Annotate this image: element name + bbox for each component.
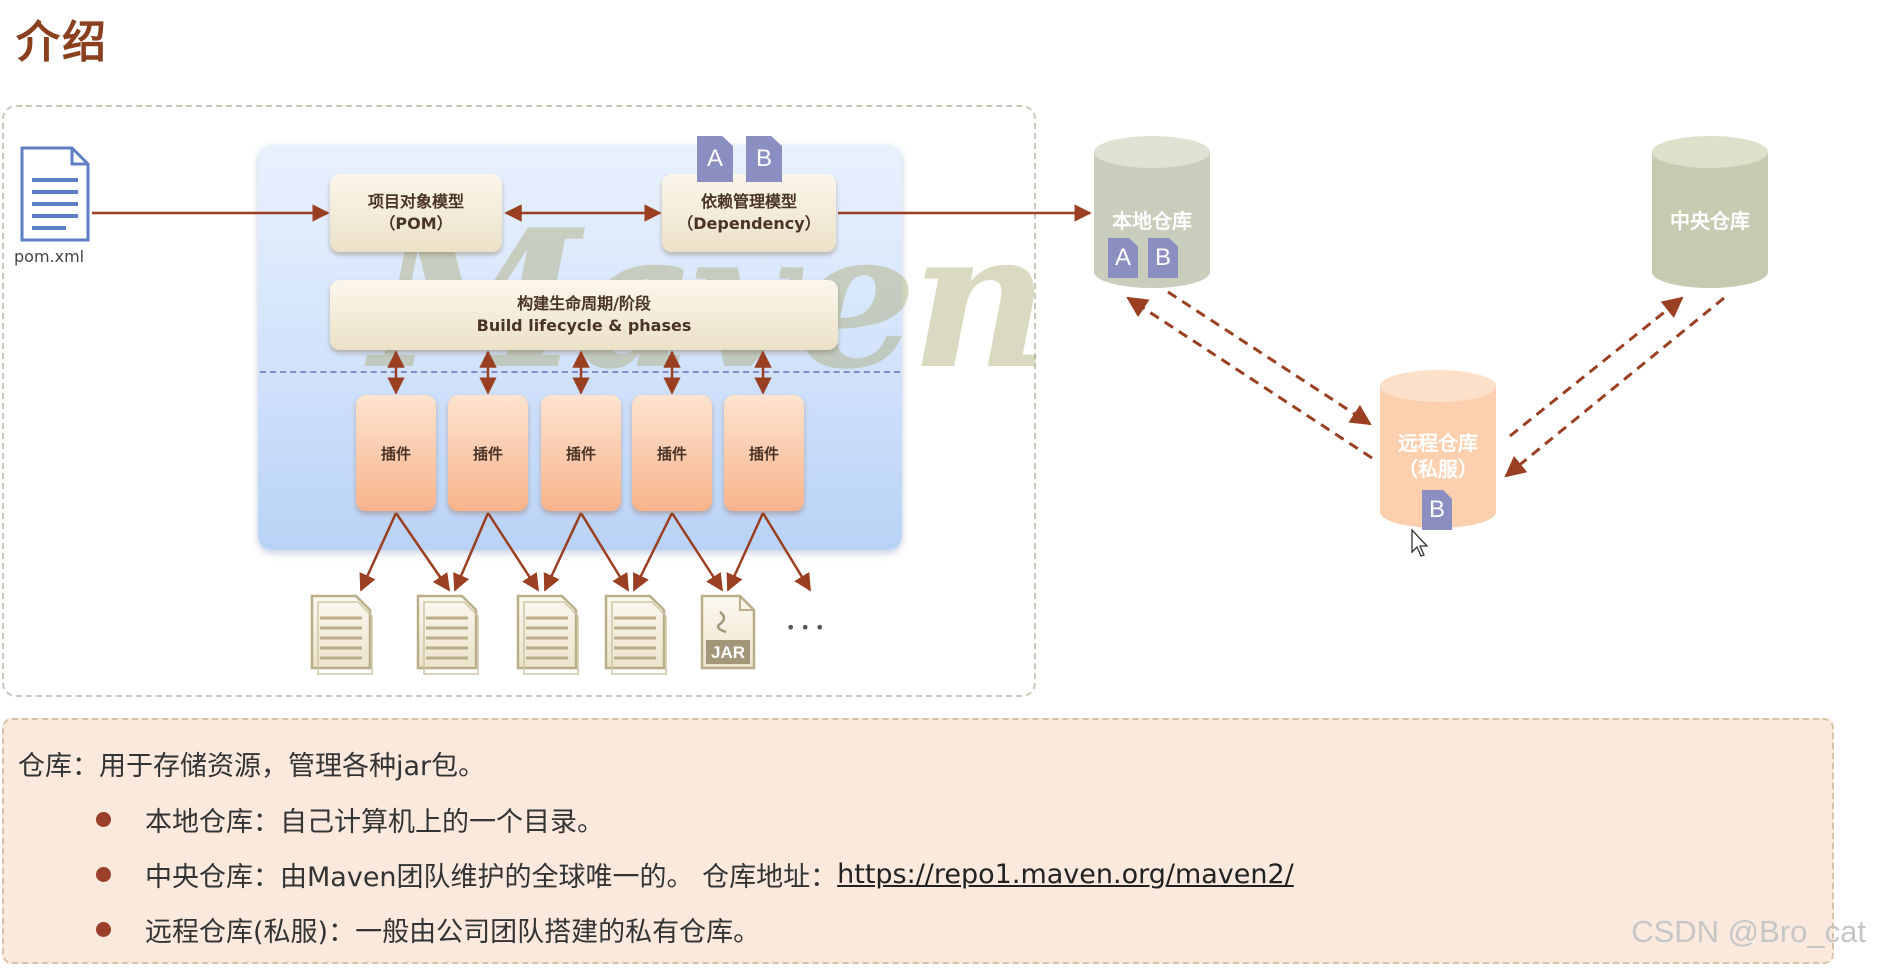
bullet [96,867,111,882]
pom-model-subtitle: （POM） [379,214,453,233]
plugin-box: 插件 [356,395,436,511]
remote-repository-label-line1: 远程仓库 [1398,431,1478,455]
lifecycle-box: 构建生命周期/阶段 Build lifecycle & phases [330,280,838,350]
central-repository-label: 中央仓库 [1670,209,1750,233]
plugin-box: 插件 [632,395,712,511]
dependency-model-box: 依赖管理模型 （Dependency） [662,174,836,252]
info-item-central-text: 中央仓库：由Maven团队维护的全球唯一的。 仓库地址： [145,862,838,893]
jar-label: JAR [711,643,745,662]
output-doc-icon [604,594,667,675]
info-item-remote: 远程仓库(私服)：一般由公司团队搭建的私有仓库。 [96,910,760,949]
plugin-box: 插件 [541,395,621,511]
plugin-box: 插件 [724,395,804,511]
maven-diagram-frame [2,105,1036,697]
more-outputs-ellipsis: • • • [786,618,824,637]
pom-xml-file-icon [20,146,90,242]
dependency-model-title: 依赖管理模型 [700,192,797,212]
dependency-badge-a: A [697,136,733,182]
page-title: 介绍 [16,17,108,68]
repository-sync-arrows [1126,290,1725,478]
info-item-local: 本地仓库：自己计算机上的一个目录。 [96,800,604,839]
info-item-central: 中央仓库：由Maven团队维护的全球唯一的。 仓库地址： https://rep… [96,855,1294,894]
remote-repository-label-line2: （私服） [1398,457,1478,481]
remote-repository-label: 远程仓库 （私服） [1386,430,1490,482]
local-repository-label: 本地仓库 [1112,209,1192,233]
local-badge-a: A [1108,238,1138,278]
output-doc-icon [516,594,579,675]
info-lead: 仓库：用于存储资源，管理各种jar包。 [18,751,486,782]
output-doc-icon [310,594,373,675]
remote-repository-cylinder [1380,370,1496,528]
info-box: 仓库：用于存储资源，管理各种jar包。 本地仓库：自己计算机上的一个目录。 中央… [2,718,1834,964]
plugin-box: 插件 [448,395,528,511]
dependency-badge-b: B [746,136,782,182]
mouse-cursor-icon [1411,528,1429,557]
lifecycle-subtitle: Build lifecycle & phases [476,316,692,335]
info-item-local-text: 本地仓库：自己计算机上的一个目录。 [145,807,604,838]
dependency-model-subtitle: （Dependency） [677,214,821,233]
pom-model-title: 项目对象模型 [367,192,464,212]
lifecycle-title: 构建生命周期/阶段 [517,294,651,314]
info-item-remote-text: 远程仓库(私服)：一般由公司团队搭建的私有仓库。 [145,917,761,948]
local-badge-b: B [1148,238,1178,278]
central-repository-cylinder [1652,136,1768,288]
lifecycle-plugin-arrows [387,350,772,395]
central-repository-link[interactable]: https://repo1.maven.org/maven2/ [837,859,1294,890]
jar-file-icon: JAR [700,594,756,670]
plugin-output-arrows [359,512,812,592]
csdn-watermark: CSDN @Bro_cat [1631,914,1866,949]
pom-model-box: 项目对象模型 （POM） [330,174,502,252]
pom-xml-label: pom.xml [14,247,85,266]
bullet [96,812,111,827]
bullet [96,922,111,937]
output-doc-icon [416,594,479,675]
remote-badge-b: B [1422,490,1452,530]
